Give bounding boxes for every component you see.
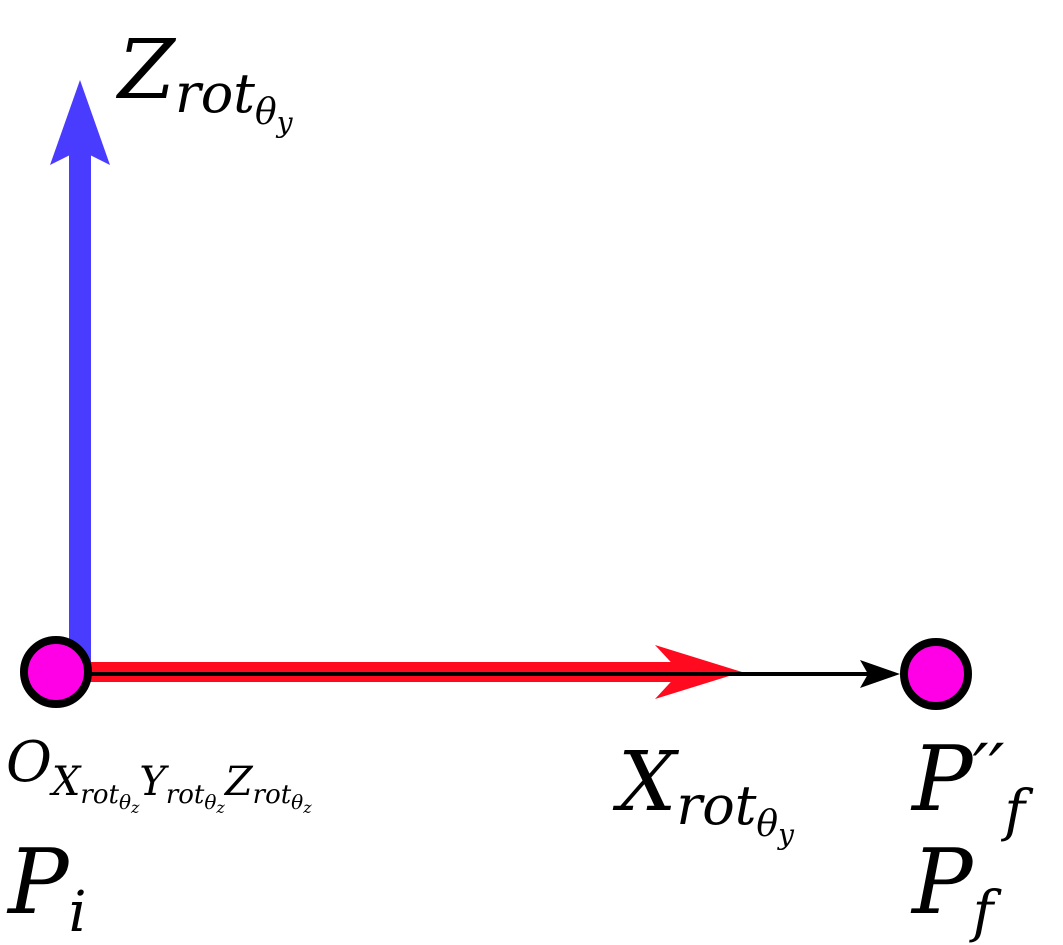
p-i-label-main: P [8, 830, 69, 935]
origin-term-3-subsub: θ [291, 790, 304, 814]
x-axis-label: Xrotθy [618, 742, 794, 849]
origin-point [20, 636, 92, 708]
z-axis-label-sub: rot [174, 62, 256, 125]
p-f-label-main: P [912, 830, 973, 935]
z-axis-arrow [50, 80, 110, 672]
x-axis-label-main: X [618, 735, 677, 830]
p-i-label: Pi [8, 838, 86, 941]
origin-term-1-sub: rot [80, 780, 119, 810]
p-double-prime-f-prime: ′′ [972, 729, 1005, 811]
p-double-prime-f-label: P′′f [912, 735, 1025, 840]
p-i-label-sub: i [68, 880, 87, 945]
x-axis-label-sub: rot [676, 774, 757, 837]
origin-term-2-subsubsub: z [216, 798, 225, 817]
origin-label: O XrotθzYrotθzZrotθz [6, 735, 312, 816]
p-double-prime-f-sub: f [1004, 779, 1026, 844]
origin-term-1-subsub: θ [118, 790, 131, 814]
x-axis-label-subsubsub: y [778, 818, 794, 851]
final-point [900, 638, 972, 710]
origin-term-2-main: Y [139, 759, 166, 805]
z-axis-label: Zrotθy [118, 30, 293, 137]
z-axis-label-main: Z [118, 23, 175, 118]
origin-term-1-subsubsub: z [130, 798, 140, 817]
z-axis-label-subsub: θ [255, 92, 277, 133]
p-double-prime-f-main: P [912, 727, 973, 832]
origin-term-2-sub: rot [165, 780, 205, 810]
p-f-label: Pf [912, 838, 993, 941]
trajectory-arrowhead [860, 660, 900, 688]
z-axis-arrowhead [50, 80, 110, 165]
x-axis-label-subsub: θ [756, 804, 779, 845]
p-f-label-sub: f [972, 880, 994, 945]
origin-label-main: O [6, 730, 52, 795]
origin-term-2-subsub: θ [204, 790, 217, 814]
origin-term-3-sub: rot [252, 780, 292, 810]
trajectory-arrow [70, 660, 900, 688]
origin-term-1-main: X [51, 759, 81, 805]
origin-term-3-subsubsub: z [303, 798, 312, 817]
origin-term-3-main: Z [224, 759, 253, 805]
z-axis-label-subsubsub: y [276, 106, 293, 139]
